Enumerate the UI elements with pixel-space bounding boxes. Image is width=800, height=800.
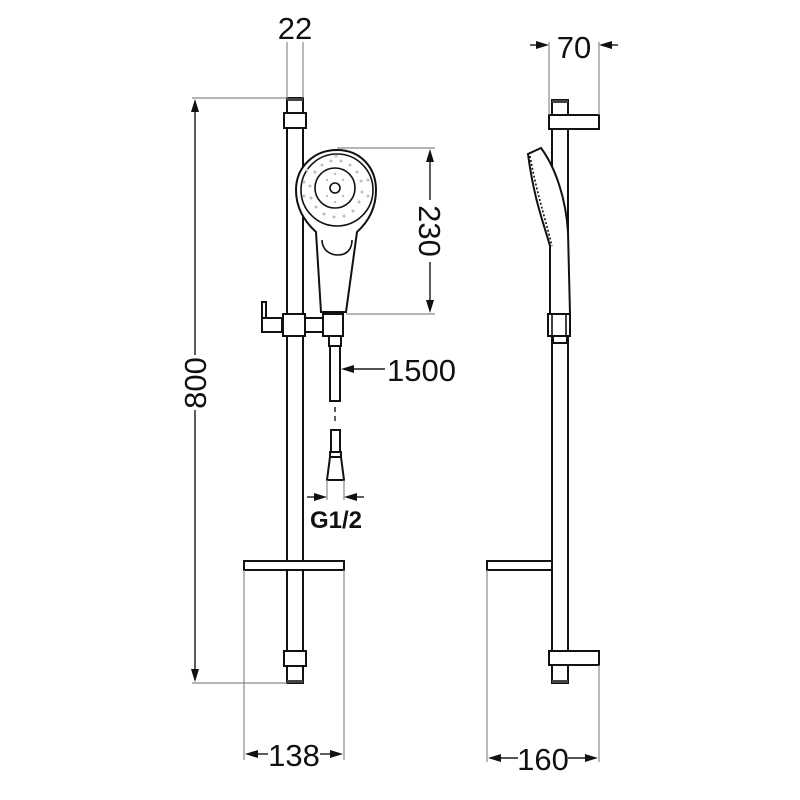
dim-soap-dish-width: 138	[243, 570, 345, 773]
dim-rail-height-label: 800	[178, 357, 213, 409]
front-view: 22 800 230 1500	[178, 11, 456, 773]
dim-soap-dish-depth-label: 160	[517, 742, 569, 777]
dim-handshower-length: 230	[337, 147, 447, 315]
front-soap-dish	[243, 560, 345, 571]
dim-bracket-depth: 70	[530, 30, 618, 115]
side-slider	[547, 313, 571, 344]
dim-bracket-depth-label: 70	[557, 30, 591, 65]
dim-thread: G1/2	[307, 480, 364, 534]
dim-thread-label: G1/2	[310, 507, 362, 534]
dim-rail-diameter-label: 22	[278, 11, 312, 46]
dim-soap-dish-width-label: 138	[268, 738, 320, 773]
dim-hose-length-label: 1500	[387, 353, 456, 388]
dim-soap-dish-depth: 160	[486, 570, 600, 777]
front-slider	[261, 301, 344, 337]
side-view: 70 160	[486, 30, 618, 777]
dim-rail-diameter: 22	[278, 11, 312, 98]
front-hose	[325, 335, 346, 481]
dim-handshower-length-label: 230	[412, 205, 447, 257]
side-handshower	[526, 146, 572, 315]
side-soap-dish	[486, 560, 553, 571]
front-rail	[283, 97, 307, 684]
dim-hose-length: 1500	[341, 353, 456, 388]
dim-rail-height: 800	[178, 97, 287, 684]
front-handshower	[294, 148, 378, 313]
nozzle-dots	[302, 154, 370, 219]
